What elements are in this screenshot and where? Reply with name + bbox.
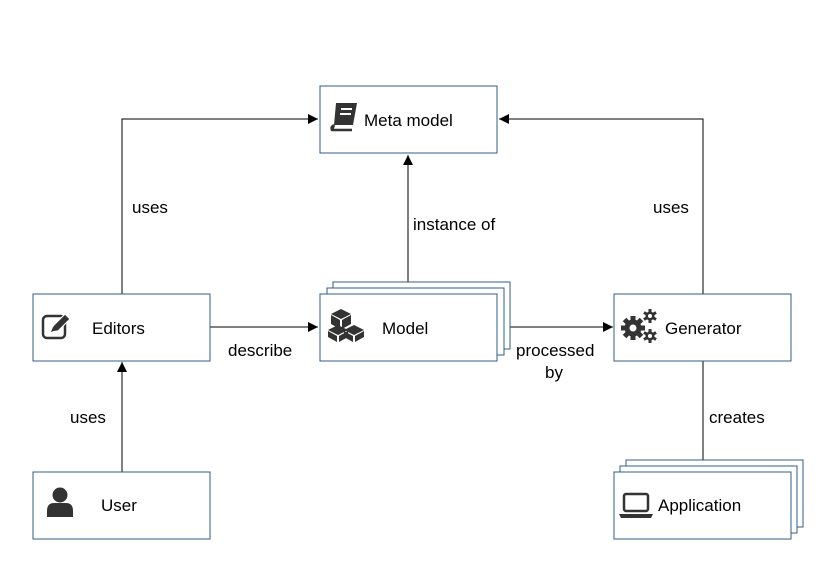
laptop-icon — [619, 492, 653, 518]
edge-generator-uses-meta-model — [499, 114, 704, 294]
node-label-user: User — [101, 496, 137, 515]
edge-label-user-uses: uses — [70, 408, 106, 427]
node-label-generator: Generator — [665, 319, 742, 338]
edge-label-by: by — [545, 363, 563, 382]
edge-label-instance-of: instance of — [413, 215, 495, 234]
edge-label-creates: creates — [709, 408, 765, 427]
node-editors: Editors — [32, 293, 211, 362]
edge-label-processed: processed — [516, 341, 594, 360]
gears-icon — [621, 309, 657, 343]
book-icon — [330, 103, 357, 132]
user-icon — [47, 487, 73, 517]
node-meta-model: Meta model — [319, 85, 498, 154]
edge-label-generator-uses: uses — [653, 198, 689, 217]
edge-label-describe: describe — [228, 341, 292, 360]
node-label-editors: Editors — [92, 319, 145, 338]
cubes-icon — [328, 309, 364, 342]
node-application: Application — [613, 459, 804, 540]
node-label-model: Model — [382, 319, 428, 338]
node-generator: Generator — [613, 293, 792, 362]
node-model: Model — [319, 281, 511, 362]
node-user: User — [32, 471, 211, 540]
edit-icon — [41, 313, 71, 340]
edge-label-editors-uses: uses — [132, 198, 168, 217]
node-label-application: Application — [658, 496, 741, 515]
edge-editors-uses-meta-model — [121, 114, 318, 294]
node-label-meta-model: Meta model — [364, 111, 453, 130]
